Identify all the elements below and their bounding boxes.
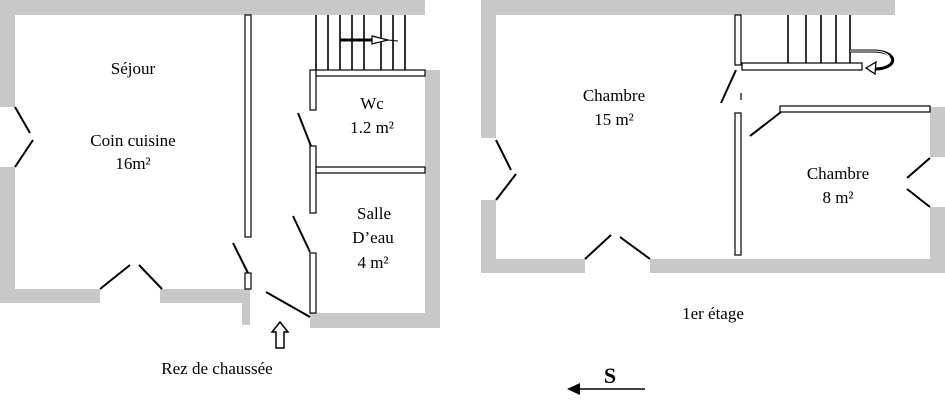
ground-floor-plan: Séjour Coin cuisine 16m² Wc 1.2 m² Salle… (0, 0, 440, 378)
room-label-chambre-2: Chambre (807, 164, 869, 183)
arrow-left-icon (567, 383, 645, 395)
staircase (787, 15, 895, 76)
room-area-chambre-1: 15 m² (594, 110, 634, 129)
staircase (315, 15, 406, 70)
stair-direction-arrow-icon (340, 35, 399, 45)
first-floor-title: 1er étage (682, 304, 744, 323)
orientation-indicator: S (567, 363, 645, 395)
room-label-salle: Salle (357, 204, 391, 223)
ground-floor-title: Rez de chaussée (161, 359, 272, 378)
doors (14, 106, 312, 318)
room-label-chambre-1: Chambre (583, 86, 645, 105)
exterior-walls (481, 0, 945, 273)
stair-turn-arrow-icon (850, 49, 895, 76)
exterior-walls (0, 0, 440, 328)
room-label-sejour: Séjour (111, 59, 156, 78)
room-area-wc: 1.2 m² (350, 118, 394, 137)
first-floor-plan: Chambre 15 m² Chambre 8 m² 1er étage (481, 0, 945, 323)
room-area-salle-deau: 4 m² (357, 253, 388, 272)
room-label-coin-cuisine: Coin cuisine (90, 131, 175, 150)
interior-partitions (244, 14, 426, 314)
entrance-arrow-icon (270, 320, 290, 349)
room-label-deau: D’eau (352, 228, 394, 247)
room-area-chambre-2: 8 m² (822, 188, 853, 207)
room-label-wc: Wc (360, 94, 384, 113)
doors (495, 69, 931, 260)
interior-partitions (734, 14, 931, 256)
room-area-coin-cuisine: 16m² (115, 154, 150, 173)
orientation-label: S (604, 363, 616, 388)
